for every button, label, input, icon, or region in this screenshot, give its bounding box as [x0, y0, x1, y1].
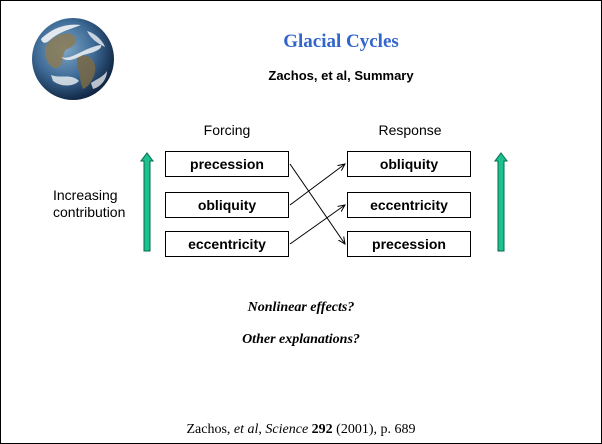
response-box-obliquity: obliquity: [347, 151, 471, 177]
arrow-eccentricity-to-eccentricity: [289, 205, 345, 245]
right-increase-arrow-icon: [494, 152, 508, 252]
citation-journal: Science: [265, 422, 309, 437]
forcing-box-precession: precession: [165, 151, 289, 177]
citation-rest: (2001), p. 689: [332, 422, 416, 437]
citation-author: Zachos,: [186, 422, 234, 437]
citation-volume: 292: [311, 422, 333, 437]
side-label-line-2: contribution: [53, 204, 126, 220]
response-box-eccentricity: eccentricity: [347, 192, 471, 218]
response-header: Response: [378, 122, 442, 138]
arrow-obliquity-to-obliquity: [289, 164, 345, 206]
forcing-header: Forcing: [203, 122, 251, 138]
left-increase-arrow-icon: [140, 152, 154, 252]
slide-title: Glacial Cycles: [283, 31, 399, 52]
slide-subtitle: Zachos, et al, Summary: [268, 68, 414, 83]
side-label-line-1: Increasing: [53, 187, 118, 203]
citation: Zachos, et al, Science 292 (2001), p. 68…: [1, 422, 601, 438]
citation-etal: et al: [233, 422, 259, 437]
forcing-box-obliquity: obliquity: [165, 192, 289, 218]
response-box-precession: precession: [347, 231, 471, 257]
increasing-contribution-label: Increasing contribution: [53, 187, 143, 221]
globe-icon: [32, 18, 114, 100]
forcing-box-eccentricity: eccentricity: [165, 231, 289, 257]
question-nonlinear: Nonlinear effects?: [247, 300, 355, 315]
arrow-precession-to-precession: [289, 163, 345, 244]
question-other: Other explanations?: [242, 332, 360, 347]
citation-sep: ,: [258, 422, 266, 437]
